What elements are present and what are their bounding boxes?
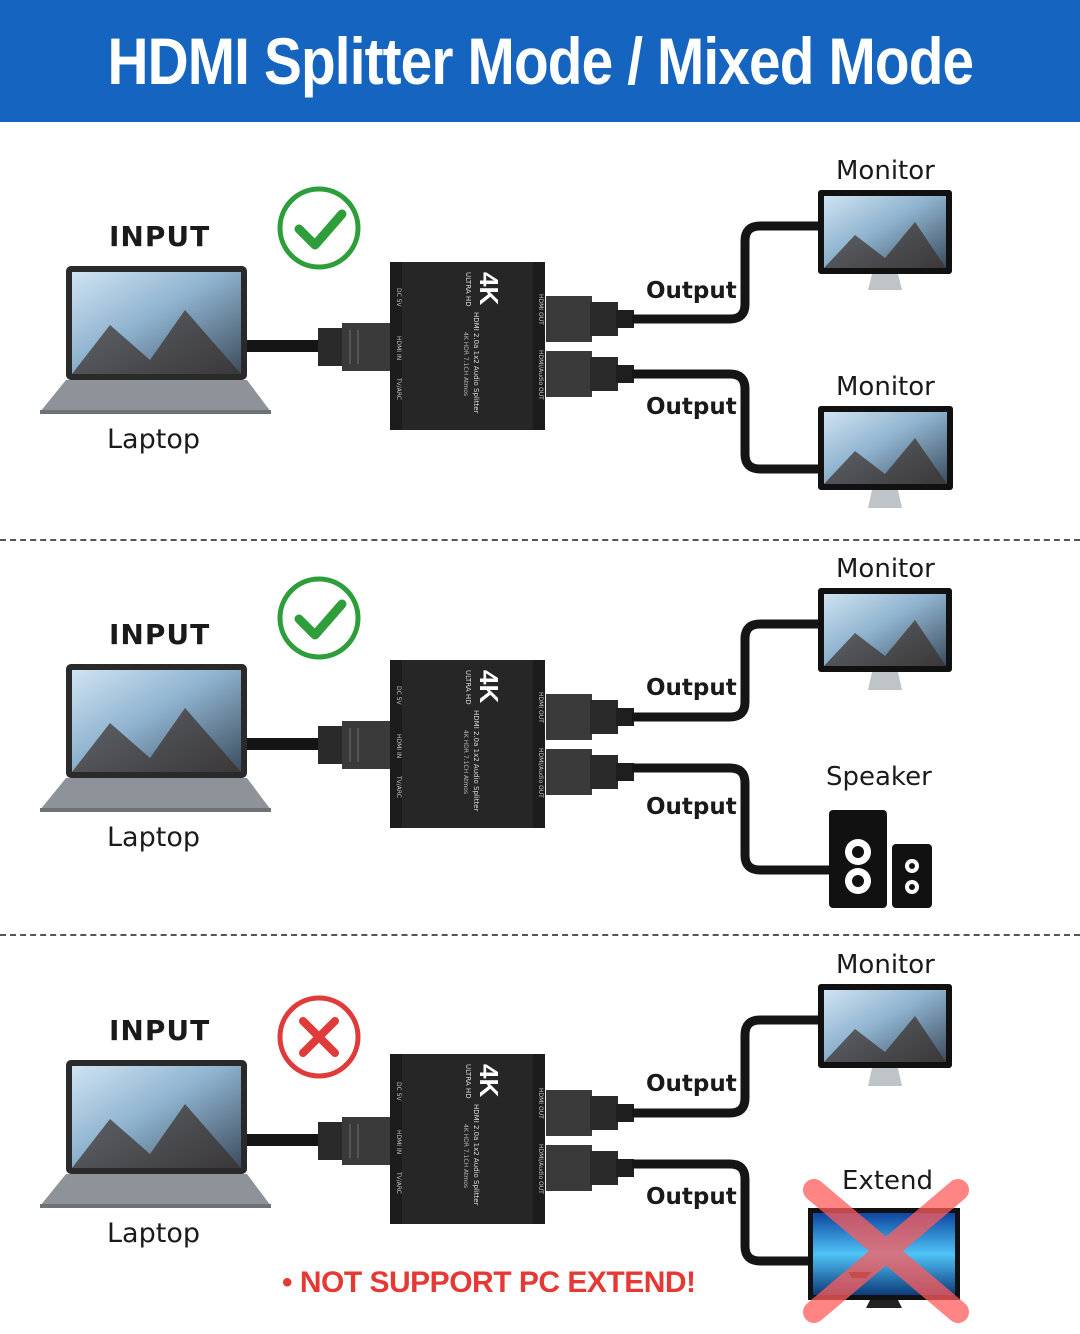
svg-text:4K: 4K xyxy=(474,272,504,305)
svg-text:HDMI/Audio OUT: HDMI/Audio OUT xyxy=(537,1144,544,1194)
laptop-icon xyxy=(40,1060,271,1208)
pc-extend-section-3: 4K ULTRA HD HDMI 2.0a 1x2 Audio Splitter… xyxy=(0,934,1080,1334)
section-divider xyxy=(0,934,1080,936)
svg-text:HDMI 2.0a 1x2 Audio Splitter: HDMI 2.0a 1x2 Audio Splitter xyxy=(472,710,480,812)
output-label-2: Output xyxy=(646,394,737,420)
svg-text:DC 5V: DC 5V xyxy=(395,686,402,706)
output-label-2: Output xyxy=(646,1184,737,1210)
laptop-label: Laptop xyxy=(107,424,200,455)
input-hdmi-cable xyxy=(247,323,390,371)
title-banner: HDMI Splitter Mode / Mixed Mode xyxy=(0,0,1080,122)
diagram-art: 4K ULTRA HD HDMI 2.0a 1x2 Audio Splitter… xyxy=(40,984,969,1323)
check-icon xyxy=(277,576,361,660)
monitor-label-1: Monitor xyxy=(836,156,935,186)
monitor-label-1: Monitor xyxy=(836,950,935,980)
hdmi-splitter-device: 4K ULTRA HD HDMI 2.0a 1x2 Audio Splitter… xyxy=(390,262,545,430)
output-hdmi-cable-1 xyxy=(546,619,818,740)
svg-text:TV/ARC: TV/ARC xyxy=(395,775,402,798)
output-label-1: Output xyxy=(646,675,737,701)
hdmi-splitter-device: 4K ULTRA HD HDMI 2.0a 1x2 Audio Splitter… xyxy=(390,660,545,828)
warning-note: • NOT SUPPORT PC EXTEND! xyxy=(282,1266,696,1299)
monitor-icon xyxy=(818,406,953,508)
svg-text:HDMI OUT: HDMI OUT xyxy=(537,1088,544,1119)
page-title: HDMI Splitter Mode / Mixed Mode xyxy=(107,24,974,98)
laptop-icon xyxy=(40,664,271,812)
svg-text:HDMI 2.0a 1x2 Audio Splitter: HDMI 2.0a 1x2 Audio Splitter xyxy=(472,1104,480,1206)
svg-text:HDMI OUT: HDMI OUT xyxy=(537,294,544,325)
svg-text:DC 5V: DC 5V xyxy=(395,1082,402,1102)
speaker-icon xyxy=(829,810,932,908)
laptop-icon xyxy=(40,266,271,414)
input-hdmi-cable xyxy=(247,1117,390,1165)
output-hdmi-cable-1 xyxy=(546,221,818,342)
svg-text:4K: 4K xyxy=(474,670,504,703)
hdmi-splitter-device: 4K ULTRA HD HDMI 2.0a 1x2 Audio Splitter… xyxy=(390,1054,545,1224)
input-hdmi-cable xyxy=(247,721,390,769)
input-label: INPUT xyxy=(109,618,211,651)
diagram-art: 4K ULTRA HD HDMI 2.0a 1x2 Audio Splitter… xyxy=(40,186,953,508)
cross-icon xyxy=(277,995,361,1079)
input-label: INPUT xyxy=(109,1014,211,1047)
svg-text:4K HDR 7.1CH Atmos: 4K HDR 7.1CH Atmos xyxy=(462,730,469,794)
splitter-mode-section-1: 4K ULTRA HD HDMI 2.0a 1x2 Audio Splitter… xyxy=(0,140,1080,540)
svg-text:HDMI/Audio OUT: HDMI/Audio OUT xyxy=(537,748,544,798)
output-label-2: Output xyxy=(646,794,737,820)
svg-text:ULTRA HD: ULTRA HD xyxy=(464,272,472,307)
section-divider xyxy=(0,539,1080,541)
svg-text:ULTRA HD: ULTRA HD xyxy=(464,670,472,705)
svg-text:TV/ARC: TV/ARC xyxy=(395,377,402,400)
laptop-label: Laptop xyxy=(107,1218,200,1249)
check-icon xyxy=(277,186,361,270)
svg-text:4K HDR 7.1CH Atmos: 4K HDR 7.1CH Atmos xyxy=(462,1124,469,1188)
svg-text:ULTRA HD: ULTRA HD xyxy=(464,1064,472,1099)
svg-text:HDMI IN: HDMI IN xyxy=(395,336,402,360)
output-hdmi-cable-2 xyxy=(546,749,830,875)
input-label: INPUT xyxy=(109,220,211,253)
svg-text:4K HDR 7.1CH Atmos: 4K HDR 7.1CH Atmos xyxy=(462,332,469,396)
monitor-label-1: Monitor xyxy=(836,554,935,584)
svg-text:TV/ARC: TV/ARC xyxy=(395,1171,402,1194)
output-hdmi-cable-2 xyxy=(546,1145,810,1266)
monitor-icon xyxy=(818,588,952,690)
output-hdmi-cable-2 xyxy=(546,351,818,474)
svg-text:HDMI/Audio OUT: HDMI/Audio OUT xyxy=(537,350,544,400)
laptop-label: Laptop xyxy=(107,822,200,853)
monitor-icon xyxy=(818,984,952,1086)
svg-text:4K: 4K xyxy=(474,1064,504,1097)
diagram-art: 4K ULTRA HD HDMI 2.0a 1x2 Audio Splitter… xyxy=(40,576,952,908)
output-label-1: Output xyxy=(646,278,737,304)
tv-crossed-icon xyxy=(803,1179,969,1323)
monitor-icon xyxy=(818,190,952,290)
svg-text:HDMI IN: HDMI IN xyxy=(395,734,402,758)
svg-text:DC 5V: DC 5V xyxy=(395,288,402,308)
svg-text:HDMI OUT: HDMI OUT xyxy=(537,692,544,723)
extend-label: Extend xyxy=(842,1166,933,1196)
mixed-mode-section-2: 4K ULTRA HD HDMI 2.0a 1x2 Audio Splitter… xyxy=(0,538,1080,938)
monitor-label-2: Monitor xyxy=(836,372,935,402)
output-label-1: Output xyxy=(646,1071,737,1097)
speaker-label: Speaker xyxy=(826,762,932,792)
svg-text:HDMI 2.0a 1x2 Audio Splitter: HDMI 2.0a 1x2 Audio Splitter xyxy=(472,312,480,414)
svg-text:HDMI IN: HDMI IN xyxy=(395,1130,402,1154)
output-hdmi-cable-1 xyxy=(546,1015,818,1136)
